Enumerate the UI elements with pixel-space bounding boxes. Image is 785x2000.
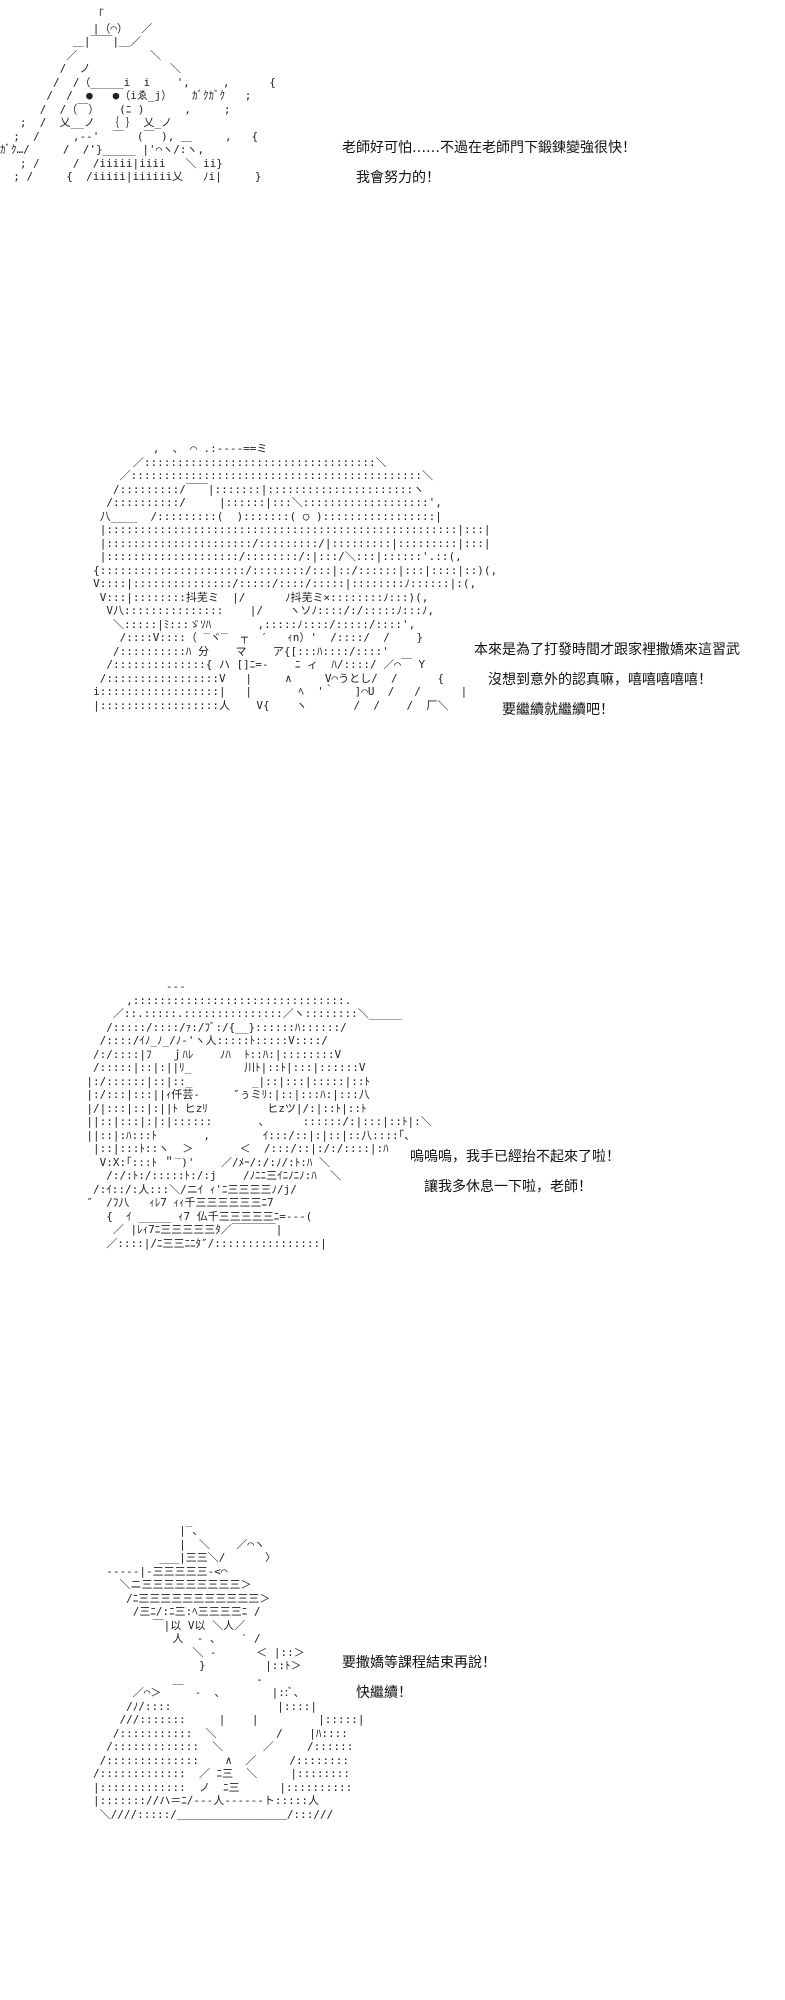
dialogue-line-2: 沒想到意外的認真嘛，嘻嘻嘻嘻嘻！ (488, 672, 712, 688)
ascii-art-figure: ‐‐‐ ,::::::::::::::::::::::::::::::::. ／… (86, 980, 432, 1250)
panel-1: 「 |（⌒） ／ ＿|￣￣|＿／ ／ ＼ / ノ ＼ / /（_____i i … (0, 0, 785, 330)
dialogue-line-2: 快繼續！ (356, 1685, 412, 1701)
dialogue-box: 嗚嗚嗚，我手已經抬不起來了啦！ 讓我多休息一下啦，老師！ (410, 1142, 620, 1202)
dialogue-line-1: 老師好可怕……不過在老師門下鍛鍊變強很快！ (342, 140, 636, 156)
dialogue-line-2: 我會努力的！ (356, 170, 440, 186)
dialogue-box: 本來是為了打發時間才跟家裡撒嬌來這習武 沒想到意外的認真嘛，嘻嘻嘻嘻嘻！ 要繼續… (474, 635, 740, 725)
dialogue-line-2: 讓我多休息一下啦，老師！ (424, 1179, 592, 1195)
dialogue-line-1: 本來是為了打發時間才跟家裡撒嬌來這習武 (474, 642, 740, 658)
dialogue-line-1: 嗚嗚嗚，我手已經抬不起來了啦！ (410, 1149, 620, 1165)
panel-2: , 、 ⌒ .:-‐‐‐==ミ ／:::::::::::::::::::::::… (0, 430, 785, 830)
ascii-art-figure: 「 |（⌒） ／ ＿|￣￣|＿／ ／ ＼ / ノ ＼ / /（_____i i … (0, 8, 276, 183)
ascii-art-figure: |‾、 | ＼ ／⌒ヽ ___|三三＼/ 〉 ‐‐‐‐‐|‐三三三三三‐<⌒ ＼… (92, 1524, 365, 1821)
ascii-art-figure: , 、 ⌒ .:-‐‐‐==ミ ／:::::::::::::::::::::::… (93, 442, 498, 712)
dialogue-box: 老師好可怕……不過在老師門下鍛鍊變強很快！ 我會努力的！ (342, 133, 636, 193)
panel-4: |‾、 | ＼ ／⌒ヽ ___|三三＼/ 〉 ‐‐‐‐‐|‐三三三三三‐<⌒ ＼… (0, 1510, 785, 2000)
dialogue-line-1: 要撒嬌等課程結束再說！ (342, 1655, 496, 1671)
dialogue-line-3: 要繼續就繼續吧！ (502, 702, 614, 718)
dialogue-box: 要撒嬌等課程結束再說！ 快繼續！ (342, 1648, 496, 1708)
panel-3: ‐‐‐ ,::::::::::::::::::::::::::::::::. ／… (0, 960, 785, 1360)
